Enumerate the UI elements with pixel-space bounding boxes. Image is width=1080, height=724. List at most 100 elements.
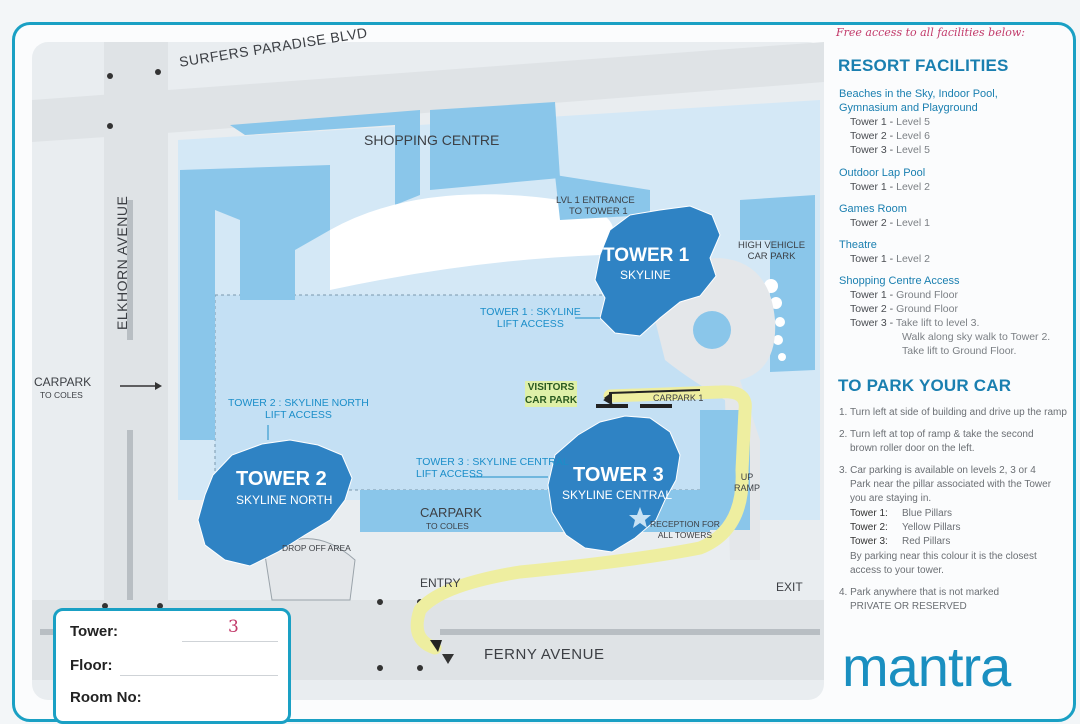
carpark-centre-label: CARPARK	[420, 505, 482, 520]
visitors-car-park-label: VISITORS CAR PARK	[525, 381, 578, 407]
to-coles-centre-label: TO COLES	[426, 521, 469, 531]
to-park-your-car-title: TO PARK YOUR CAR	[838, 376, 1012, 395]
park-step: access to your tower.	[850, 565, 944, 576]
handwritten-note: Free access to all facilities below:	[836, 26, 1025, 39]
reception-label: RECEPTION FOR ALL TOWERS	[650, 519, 720, 541]
up-ramp-label: UP RAMP	[734, 472, 760, 494]
tower-2-lift-line-1: TOWER 2 : SKYLINE NORTH	[228, 397, 369, 409]
pillar-color-2: Yellow Pillars	[902, 522, 961, 533]
mantra-logo: mantra	[842, 635, 1011, 698]
roundabout-island	[693, 311, 731, 349]
park-step: you are staying in.	[850, 493, 932, 504]
facility-heading: Theatre	[839, 239, 877, 251]
facility-level: Level 2	[896, 181, 930, 193]
reception-star-icon	[629, 507, 651, 528]
carpark-left-label: CARPARK	[34, 375, 92, 389]
tower-1-lift-line-1: TOWER 1 : SKYLINE	[480, 306, 581, 318]
resort-facilities-title: RESORT FACILITIES	[838, 56, 1009, 75]
facility-heading: Beaches in the Sky, Indoor Pool,	[839, 88, 998, 100]
shopping-centre-block	[555, 175, 650, 220]
tower-field-line	[182, 641, 278, 642]
pillar-color-3: Red Pillars	[902, 536, 951, 547]
bubble-decoration	[778, 353, 786, 361]
shopping-centre-plaza	[330, 194, 614, 290]
facility-tower: Tower 1 -	[850, 253, 894, 265]
facility-row: Take lift to Ground Floor.	[902, 345, 1016, 357]
high-vehicle-label: HIGH VEHICLE CAR PARK	[738, 240, 805, 262]
facility-tower: Tower 2 -	[850, 130, 894, 142]
facility-row: Tower 1 - Level 2	[850, 181, 930, 193]
shopping-centre-block	[430, 102, 560, 190]
facility-row: Tower 2 - Ground Floor	[850, 303, 958, 315]
high-vehicle-line-1: HIGH VEHICLE	[738, 240, 806, 251]
shopping-centre-block	[180, 165, 330, 300]
facility-tower: Tower 2 -	[850, 303, 894, 315]
facility-tower: Tower 1 -	[850, 116, 894, 128]
facility-level: Walk along sky walk to Tower 2.	[902, 331, 1051, 343]
tower-2-lift-line-2: LIFT ACCESS	[264, 409, 332, 421]
facility-row: Tower 1 - Level 2	[850, 253, 930, 265]
facility-heading: Shopping Centre Access	[839, 275, 960, 287]
shopping-centre-block	[180, 300, 215, 440]
tower-2-subtitle: SKYLINE NORTH	[236, 493, 333, 507]
tower-1-subtitle: SKYLINE	[620, 268, 671, 282]
facility-row: Walk along sky walk to Tower 2.	[902, 331, 1050, 343]
entry-arrow-icon	[442, 654, 454, 664]
tower-3-lift-line-1: TOWER 3 : SKYLINE CENTRAL	[416, 456, 569, 468]
reception-line-1: RECEPTION FOR	[650, 519, 720, 529]
tower-2-lift-label: TOWER 2 : SKYLINE NORTH LIFT ACCESS	[228, 397, 369, 421]
driving-route	[410, 385, 752, 655]
facility-heading: Gymnasium and Playground	[839, 102, 978, 114]
facility-heading: Games Room	[839, 203, 907, 215]
pillar-tower-2: Tower 2:	[850, 522, 888, 533]
shopping-centre-label: SHOPPING CENTRE	[364, 132, 500, 148]
to-coles-left-label: TO COLES	[40, 390, 83, 400]
park-step: 1. Turn left at side of building and dri…	[839, 407, 1067, 418]
bubble-decoration	[775, 317, 785, 327]
room-info-card: Tower: 3 Floor: Room No:	[53, 608, 291, 724]
drop-off-label: DROP OFF AREA	[282, 543, 351, 553]
lvl1-entrance-line-1: LVL 1 ENTRANCE	[556, 195, 635, 206]
visitors-line-1: VISITORS	[527, 382, 575, 393]
facility-tower: Tower 3 -	[850, 317, 894, 329]
exit-label: EXIT	[776, 580, 803, 594]
park-step: PRIVATE OR RESERVED	[850, 601, 967, 612]
park-step: 2. Turn left at top of ramp & take the s…	[839, 429, 1034, 440]
route-arrowhead	[604, 392, 612, 404]
tower-3-lift-label: TOWER 3 : SKYLINE CENTRAL LIFT ACCESS	[416, 456, 569, 480]
park-step: Park near the pillar associated with the…	[850, 479, 1052, 490]
facility-level: Take lift to level 3.	[895, 317, 980, 329]
facility-level: Ground Floor	[896, 289, 958, 301]
floor-field-line[interactable]	[120, 675, 278, 676]
surfers-paradise-blvd-road	[32, 42, 824, 142]
pillar-color-1: Blue Pillars	[902, 508, 953, 519]
park-step: 4. Park anywhere that is not marked	[839, 587, 1000, 598]
tower-field-value[interactable]: 3	[228, 617, 239, 637]
entry-arrowhead	[430, 640, 442, 652]
resort-site-map	[32, 42, 824, 700]
high-vehicle-line-2: CAR PARK	[747, 251, 796, 262]
park-step: brown roller door on the left.	[850, 443, 975, 454]
visitors-line-2: CAR PARK	[525, 395, 578, 406]
floor-field-label: Floor:	[70, 657, 113, 674]
room-number-field-label: Room No:	[70, 689, 142, 706]
bubble-decoration	[770, 297, 782, 309]
facility-heading: Outdoor Lap Pool	[839, 167, 926, 179]
tower-3-title: TOWER 3	[573, 464, 664, 486]
reception-line-2: ALL TOWERS	[657, 530, 713, 540]
roller-door	[640, 404, 672, 408]
facility-level: Level 1	[896, 217, 930, 229]
facility-tower: Tower 3 -	[850, 144, 894, 156]
street-ferny-avenue: FERNY AVENUE	[484, 646, 605, 663]
facility-level: Level 5	[896, 144, 930, 156]
park-step: 3. Car parking is available on levels 2,…	[839, 465, 1036, 476]
pillar-tower-3: Tower 3:	[850, 536, 888, 547]
up-ramp-line-2: RAMP	[734, 483, 761, 493]
bubble-decoration	[773, 335, 783, 345]
elkhorn-avenue-road	[104, 42, 168, 700]
roller-door	[596, 404, 628, 408]
facility-row: Tower 3 - Take lift to level 3.	[850, 317, 979, 329]
facility-row: Tower 2 - Level 1	[850, 217, 930, 229]
pillar-tower-1: Tower 1:	[850, 508, 888, 519]
tower-1-lift-line-2: LIFT ACCESS	[496, 318, 564, 330]
